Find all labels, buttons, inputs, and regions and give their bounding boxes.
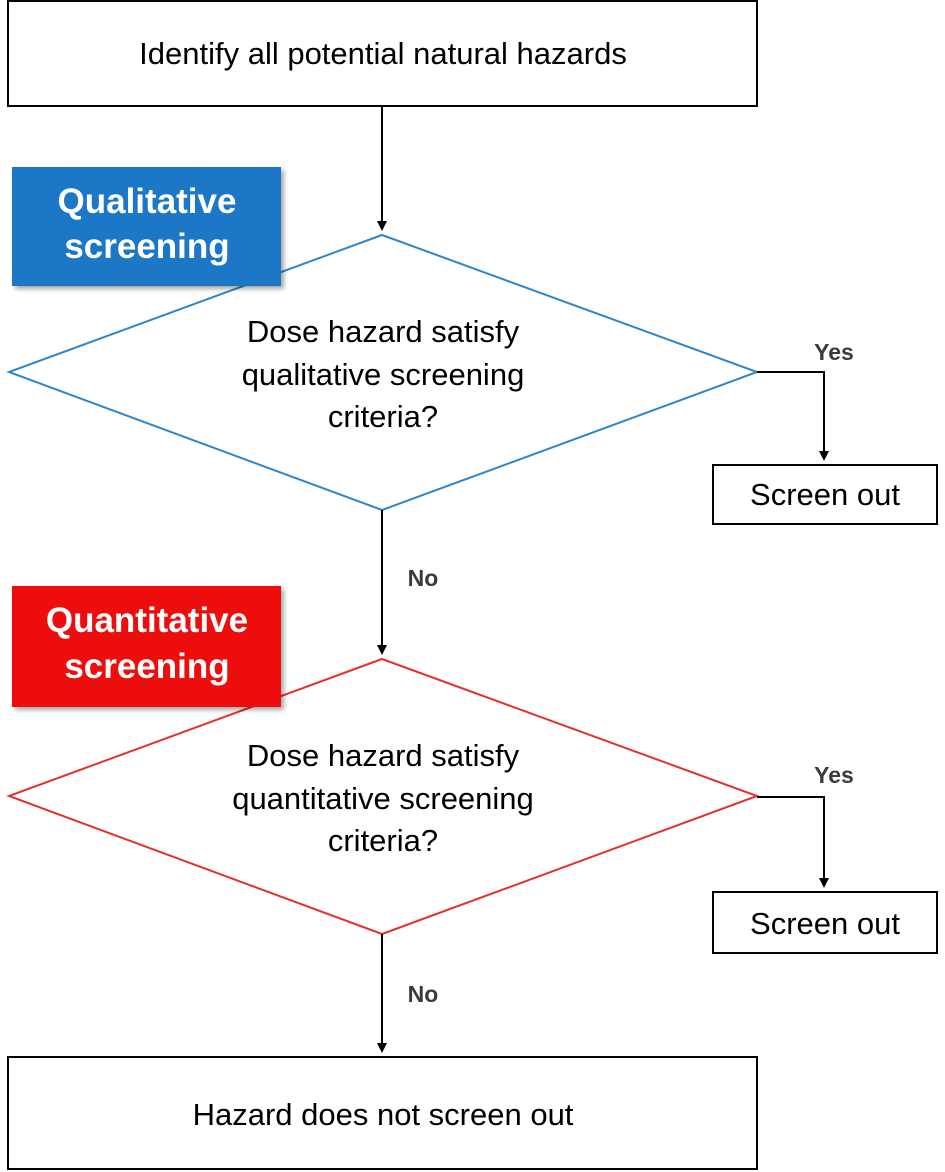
decision-qualitative-line-2: qualitative screening: [242, 357, 525, 392]
decision-qualitative-line-3: criteria?: [328, 399, 438, 434]
tag-quantitative-screening: Quantitative screening: [12, 586, 281, 707]
tag-quantitative-line-1: Quantitative: [46, 601, 248, 640]
tag-qualitative-line-2: screening: [64, 227, 229, 266]
start-box-label: Identify all potential natural hazards: [139, 36, 627, 71]
decision-quantitative-line-1: Dose hazard satisfy: [247, 738, 520, 773]
tag-qualitative-background: [12, 167, 281, 286]
tag-quantitative-line-2: screening: [64, 647, 229, 686]
arrow-yes-1: [757, 371, 829, 461]
arrow-yes-2: [757, 796, 829, 888]
end-box: Hazard does not screen out: [7, 1056, 758, 1170]
end-box-label: Hazard does not screen out: [193, 1097, 574, 1132]
yes-label-1: Yes: [814, 339, 854, 365]
no-label-1: No: [408, 565, 439, 591]
yes-label-2: Yes: [814, 762, 854, 788]
tag-quantitative-background: [12, 586, 281, 707]
screen-out-box-2: Screen out: [712, 891, 938, 954]
screen-out-label-2: Screen out: [750, 906, 900, 941]
tag-qualitative-line-1: Qualitative: [58, 182, 237, 221]
screen-out-label-1: Screen out: [750, 477, 900, 512]
decision-qualitative: Dose hazard satisfy qualitative screenin…: [6, 233, 760, 512]
tag-qualitative-screening: Qualitative screening: [12, 167, 281, 286]
no-label-2: No: [408, 981, 439, 1007]
start-box: Identify all potential natural hazards: [7, 0, 758, 107]
decision-qualitative-line-1: Dose hazard satisfy: [247, 314, 520, 349]
decision-quantitative-line-2: quantitative screening: [232, 781, 534, 816]
screen-out-box-1: Screen out: [712, 464, 938, 525]
decision-quantitative-line-3: criteria?: [328, 823, 438, 858]
